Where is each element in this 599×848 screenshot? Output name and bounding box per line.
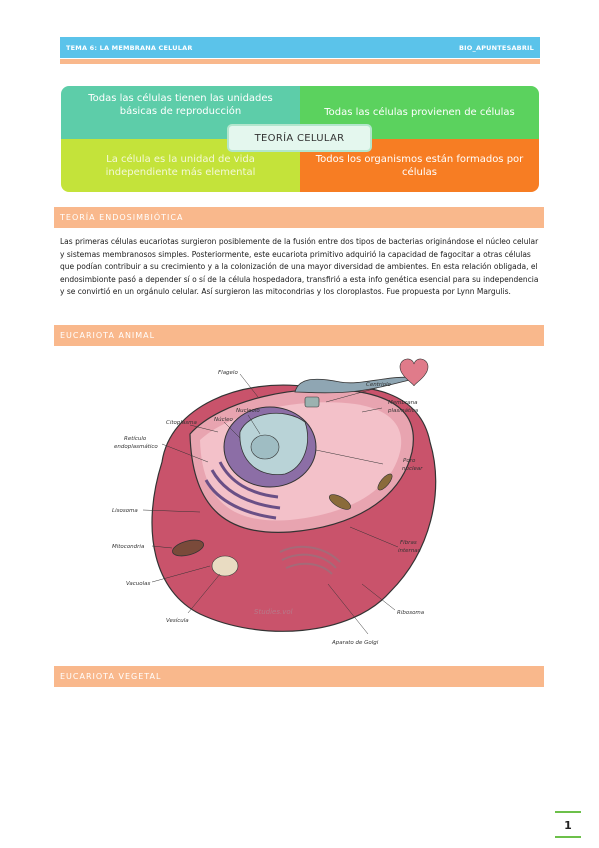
page-header: TEMA 6: LA MEMBRANA CELULAR BIO_APUNTESA…: [60, 37, 540, 58]
page-number-bar-bottom: [555, 836, 581, 838]
label-vacuolas: Vacuolas: [126, 581, 151, 587]
label-vesicula: Vesícula: [166, 617, 189, 624]
vacuole: [211, 555, 239, 577]
theory-item-1: Todas las células tienen las unidades bá…: [61, 86, 300, 139]
section-plant-eukaryote: EUCARIOTA VEGETAL: [54, 666, 544, 687]
label-fibras: Fibras: [400, 540, 417, 546]
label-plasmatica: plasmática: [387, 407, 419, 414]
heart-icon: [399, 358, 429, 387]
label-golgi: Aparato de Golgi: [331, 640, 379, 646]
label-nucleolo: Nucleolo: [236, 408, 260, 414]
label-internas: internas: [398, 548, 421, 554]
endosymbiotic-paragraph: Las primeras células eucariotas surgiero…: [60, 237, 539, 296]
page-number: 1: [564, 818, 572, 832]
label-citoplasma: Citoplasma: [166, 420, 198, 426]
theory-item-4: Todos los organismos están formados por …: [300, 139, 539, 192]
label-lisosoma: Lisosoma: [112, 508, 138, 514]
animal-cell-illustration: Flagelo Centriolo Membrana plasmática Ci…: [112, 358, 437, 646]
label-flagelo: Flagelo: [218, 370, 238, 376]
label-mitocondria: Mitocondria: [112, 544, 145, 550]
golgi-apparatus: [279, 545, 341, 575]
flagellum: [294, 376, 419, 394]
mitochondrion: [172, 539, 204, 557]
cell-theory-title: TEORÍA CELULAR: [227, 124, 372, 152]
label-nuclear: nuclear: [402, 466, 423, 472]
label-poro: Poro: [403, 458, 416, 464]
label-membrana: Membrana: [388, 400, 418, 406]
endoplasmic-reticulum: [204, 461, 281, 520]
label-endoplasmatico: endoplasmático: [114, 443, 158, 450]
label-reticulo: Retículo: [124, 435, 147, 442]
centriole: [304, 396, 320, 408]
watermark-logo: Studies.vol: [254, 608, 293, 616]
label-centriolo: Centriolo: [366, 382, 392, 388]
cell-theory-diagram: Todas las células tienen las unidades bá…: [61, 86, 539, 192]
label-ribosoma: Ribosoma: [397, 610, 425, 616]
nucleolus: [250, 434, 280, 460]
section-animal-eukaryote: EUCARIOTA ANIMAL: [54, 325, 544, 346]
header-topic: TEMA 6: LA MEMBRANA CELULAR: [66, 43, 193, 52]
page-number-bar-top: [555, 811, 581, 813]
label-nucleo: Núcleo: [214, 416, 234, 423]
section-endosymbiotic: TEORÍA ENDOSIMBIÓTICA: [54, 207, 544, 228]
header-underline: [60, 59, 540, 64]
header-brand: BIO_APUNTESABRIL: [459, 43, 534, 52]
